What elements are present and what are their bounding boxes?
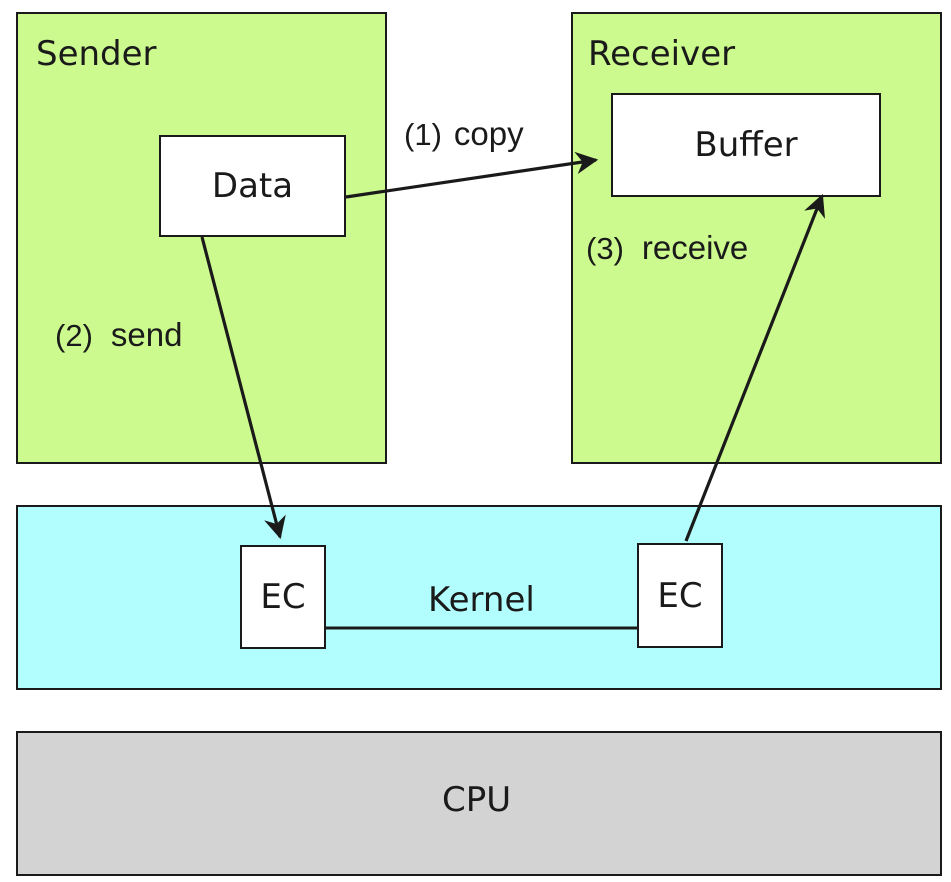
- ec-left-label: EC: [260, 577, 306, 617]
- step-send-text: send: [110, 316, 183, 353]
- ec-left: EC: [240, 545, 326, 649]
- copy-arrow: [345, 151, 599, 199]
- step-receive-number: (3): [586, 231, 624, 266]
- data-label: Data: [211, 166, 294, 206]
- step-copy-number: (1): [404, 117, 442, 152]
- step-copy-label: (1) copy: [404, 115, 524, 153]
- receiver-region: [571, 12, 942, 464]
- step-send-label: (2) send: [55, 316, 182, 354]
- cpu-label: CPU: [442, 780, 512, 820]
- receiver-title: Receiver: [588, 34, 736, 74]
- kernel-label: Kernel: [428, 580, 535, 620]
- buffer-label: Buffer: [694, 125, 798, 165]
- step-copy-text: copy: [453, 115, 524, 152]
- send-arrow: [200, 236, 286, 540]
- buffer-box: Buffer: [611, 93, 881, 197]
- data-box: Data: [159, 135, 346, 237]
- cpu-region: [16, 731, 942, 876]
- kernel-region: [16, 505, 942, 690]
- step-send-number: (2): [55, 318, 93, 353]
- step-receive-label: (3) receive: [586, 229, 748, 267]
- ec-right: EC: [637, 543, 723, 648]
- ec-right-label: EC: [657, 575, 703, 616]
- step-receive-text: receive: [641, 229, 749, 266]
- receive-arrow: [684, 193, 826, 542]
- sender-title: Sender: [36, 34, 157, 74]
